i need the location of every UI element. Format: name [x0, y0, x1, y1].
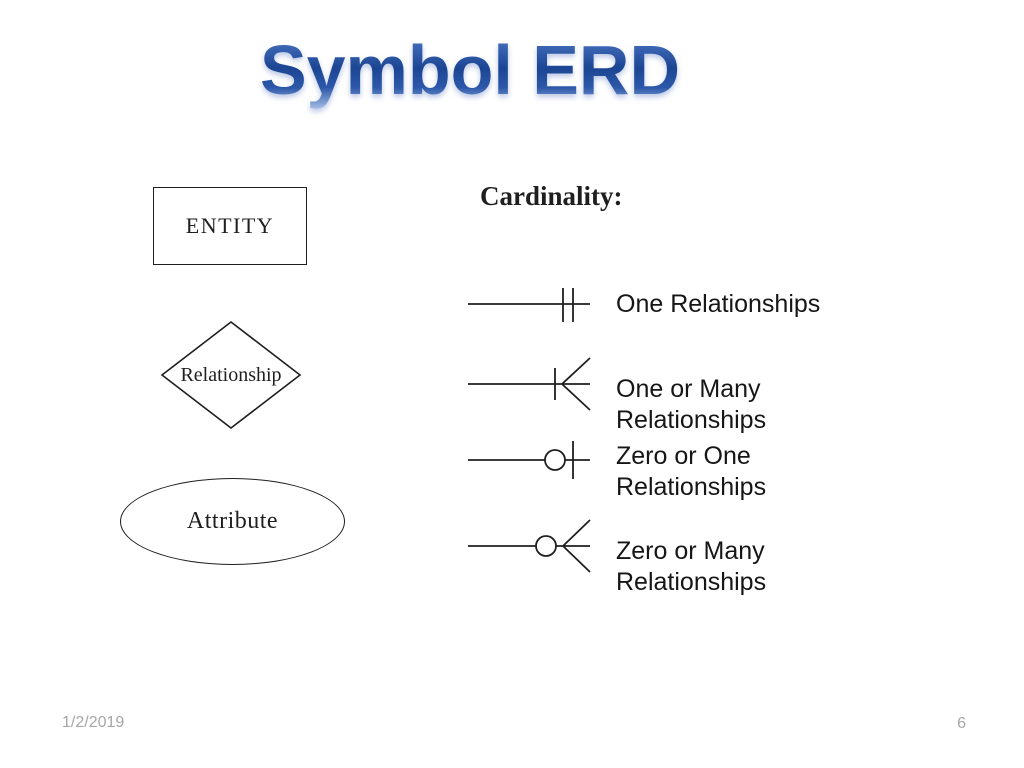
slide-title: Symbol ERD	[240, 26, 700, 114]
diamond-outline-icon	[160, 320, 302, 430]
footer-date: 1/2/2019	[62, 714, 125, 731]
entity-label: ENTITY	[185, 213, 275, 238]
attribute-shape: Attribute	[120, 478, 345, 565]
footer-page-number: 6	[957, 715, 966, 732]
zero-or-one-cardinality-icon	[468, 441, 590, 479]
entity-shape: ENTITY	[153, 187, 307, 265]
relationship-label: Relationship	[180, 363, 282, 386]
cardinality-heading: Cardinality:	[480, 181, 623, 211]
zero-or-many-cardinality-label: Zero or Many Relationships	[616, 537, 767, 596]
one-or-many-cardinality-icon	[468, 357, 591, 411]
relationship-shape: Relationship	[160, 320, 302, 430]
attribute-label: Attribute	[186, 508, 279, 534]
one-cardinality-icon	[468, 288, 590, 322]
zero-or-one-cardinality-label: Zero or One Relationships	[616, 442, 767, 501]
zero-or-many-cardinality-icon	[468, 519, 591, 573]
one-or-many-cardinality-label: One or Many Relationships	[616, 375, 767, 434]
one-cardinality-label: One Relationships	[616, 290, 821, 318]
